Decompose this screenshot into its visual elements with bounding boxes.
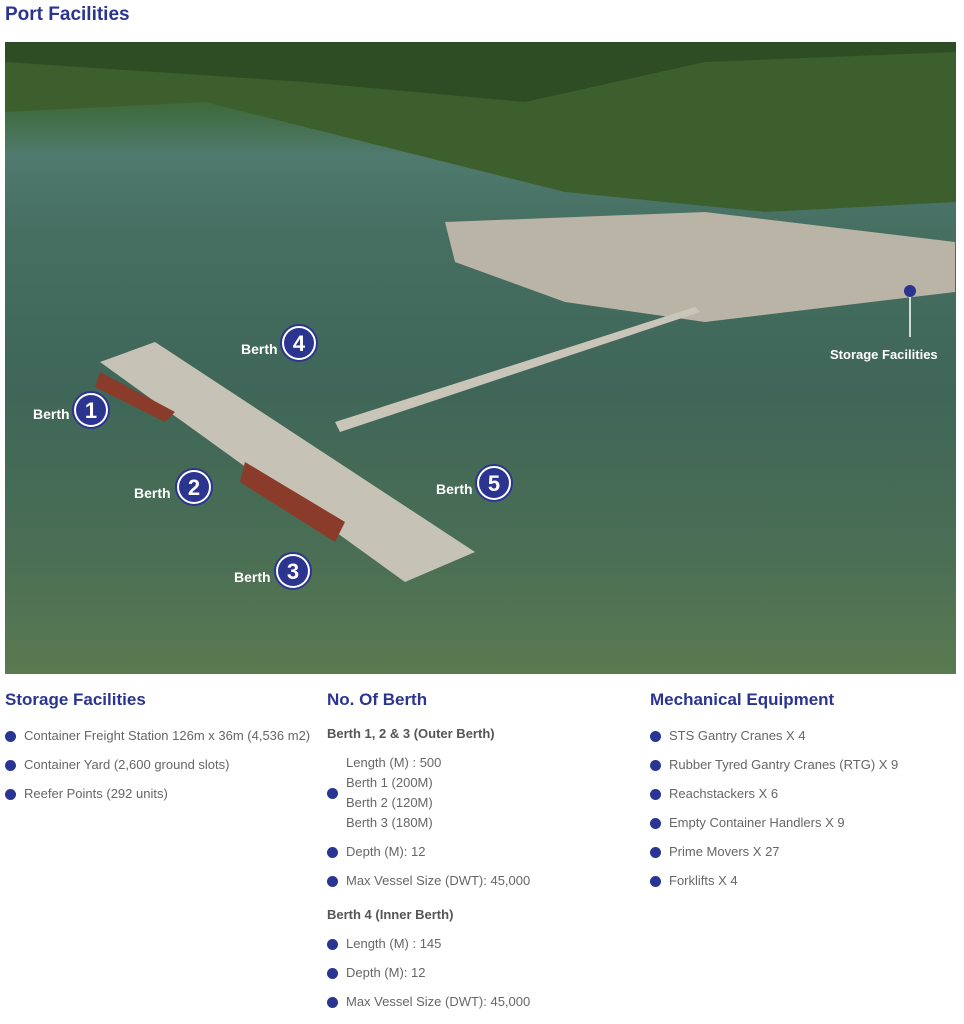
list-item: Length (M) : 500 Berth 1 (200M) Berth 2 … — [327, 753, 627, 833]
list-item: STS Gantry Cranes X 4 — [650, 726, 950, 746]
list-item: Length (M) : 145 — [327, 934, 627, 954]
berth-3-label: Berth — [234, 569, 271, 585]
berth-1-number: 1 — [85, 398, 97, 423]
list-item: Max Vessel Size (DWT): 45,000 — [327, 871, 627, 891]
berth-2-label: Berth — [134, 485, 171, 501]
storage-heading: Storage Facilities — [5, 690, 146, 709]
storage-facilities-section: Storage Facilities Container Freight Sta… — [5, 690, 315, 813]
list-item: Reefer Points (292 units) — [5, 784, 315, 804]
list-item: Prime Movers X 27 — [650, 842, 950, 862]
list-item: Depth (M): 12 — [327, 842, 627, 862]
berth-3-number: 3 — [287, 559, 299, 584]
list-item: Container Yard (2,600 ground slots) — [5, 755, 315, 775]
berth-2-length: Berth 2 (120M) — [346, 795, 433, 810]
equipment-heading: Mechanical Equipment — [650, 690, 835, 709]
length-line: Length (M) : 500 — [346, 755, 442, 770]
list-item: Max Vessel Size (DWT): 45,000 — [327, 992, 627, 1012]
berth-1-label: Berth — [33, 406, 70, 422]
list-item: Container Freight Station 126m x 36m (4,… — [5, 726, 315, 746]
page-title: Port Facilities — [5, 4, 130, 25]
berth-heading: No. Of Berth — [327, 690, 428, 709]
list-item: Depth (M): 12 — [327, 963, 627, 983]
berth-3-length: Berth 3 (180M) — [346, 815, 433, 830]
list-item: Empty Container Handlers X 9 — [650, 813, 950, 833]
berth-1-length: Berth 1 (200M) — [346, 775, 433, 790]
berth-section: No. Of Berth Berth 1, 2 & 3 (Outer Berth… — [327, 690, 627, 1021]
berth-5-number: 5 — [488, 471, 500, 496]
berth-5-label: Berth — [436, 481, 473, 497]
list-item: Reachstackers X 6 — [650, 784, 950, 804]
berth-2-number: 2 — [188, 475, 200, 500]
mechanical-equipment-section: Mechanical Equipment STS Gantry Cranes X… — [650, 690, 950, 900]
outer-berth-title: Berth 1, 2 & 3 (Outer Berth) — [327, 726, 495, 741]
berth-4-number: 4 — [293, 331, 306, 356]
list-item: Forklifts X 4 — [650, 871, 950, 891]
berth-4-label: Berth — [241, 341, 278, 357]
storage-facilities-label: Storage Facilities — [830, 347, 938, 362]
inner-berth-title: Berth 4 (Inner Berth) — [327, 907, 454, 922]
port-aerial-photo: Berth Berth Berth Berth Berth 1 2 3 4 5 … — [5, 42, 956, 674]
list-item: Rubber Tyred Gantry Cranes (RTG) X 9 — [650, 755, 950, 775]
